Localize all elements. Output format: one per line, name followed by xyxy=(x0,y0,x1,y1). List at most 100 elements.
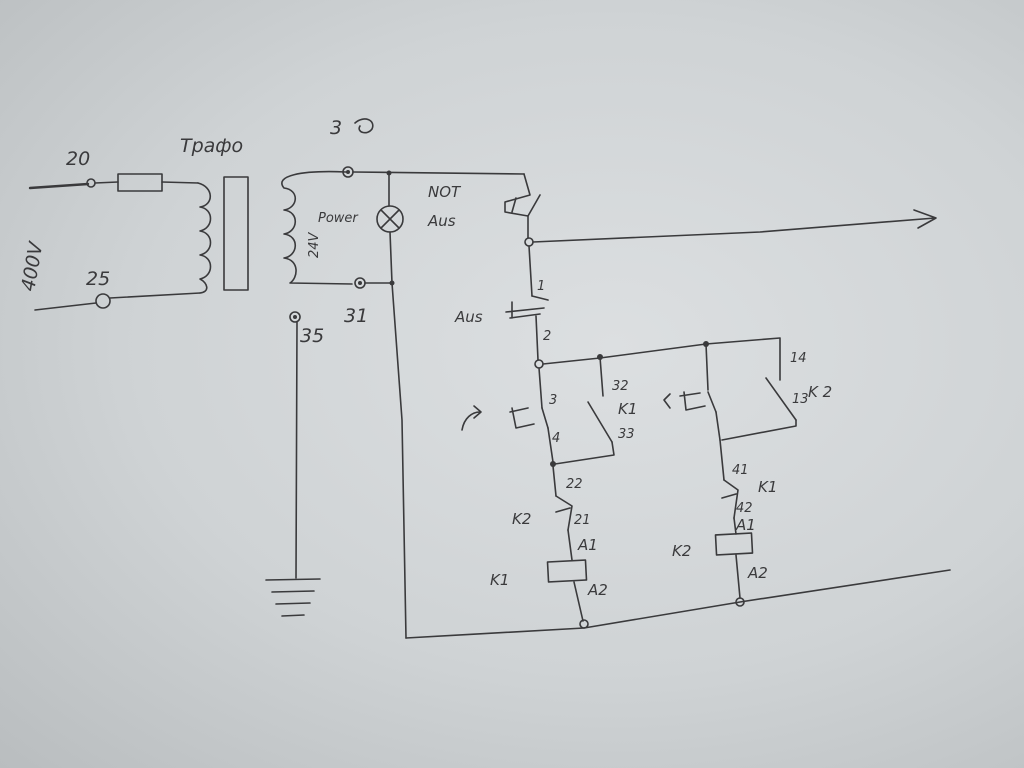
k2-branch-lead xyxy=(719,439,725,481)
k1-coil-lead-bottom xyxy=(573,581,584,622)
k2-interlock-contact xyxy=(555,495,573,531)
emergency-stop: NOT Aus xyxy=(427,173,937,247)
pin-21-label: 21 xyxy=(574,513,591,528)
emergency-stop-node xyxy=(524,237,534,247)
k1-hold-contact xyxy=(587,401,613,443)
secondary-circuit: 24V 3 3 1 Power xyxy=(281,117,951,639)
stop-switch-symbol xyxy=(505,295,549,319)
k1-interlock-label: K1 xyxy=(758,478,777,496)
k1-coil-lead-top xyxy=(567,529,573,561)
output-wire xyxy=(532,217,936,243)
ground-bar-2 xyxy=(271,590,315,593)
voltage-label: 400V xyxy=(17,239,48,293)
return-wire-down xyxy=(391,282,407,639)
pin-42-label: 42 xyxy=(736,501,753,516)
ground-bar-4 xyxy=(281,614,305,617)
ground-bar-1 xyxy=(265,578,321,581)
not-aus-label-1: NOT xyxy=(428,183,462,201)
pin-14-label: 14 xyxy=(790,351,807,366)
terminal-25-node xyxy=(95,293,111,309)
primary-wire-top xyxy=(28,182,90,190)
fuse-lead-right xyxy=(161,181,199,184)
stop-switch: 1 Aus 2 xyxy=(454,245,551,369)
primary-wire-bottom xyxy=(109,292,201,299)
k1-a2-label: A2 xyxy=(587,581,608,599)
lamp-lead-bottom xyxy=(389,231,393,284)
pin-3-label: 3 xyxy=(549,393,557,408)
ground-bar-3 xyxy=(275,602,311,605)
terminal-35-dot xyxy=(293,315,297,319)
transformer-label: Трафо xyxy=(180,135,243,157)
k1-coil xyxy=(546,559,588,583)
k2-interlock-label: K2 xyxy=(512,510,531,528)
pin-32-label: 32 xyxy=(612,379,629,394)
k2-coil xyxy=(714,532,754,556)
terminal-35-node xyxy=(289,311,301,323)
lamp-label: Power xyxy=(318,211,359,226)
ground-wire xyxy=(295,321,298,579)
not-aus-label-2: Aus xyxy=(427,212,456,230)
lamp-cross-b xyxy=(380,209,400,229)
pin-41-label: 41 xyxy=(732,463,749,478)
k2-coil-lead-bottom xyxy=(735,554,741,599)
return-rail-bottom xyxy=(405,569,951,639)
k1-coil-node xyxy=(579,619,589,629)
primary-lead-bottom xyxy=(34,302,97,311)
secondary-voltage-label: 24V xyxy=(307,231,322,258)
control-bus xyxy=(542,337,781,381)
terminal-25-label: 25 xyxy=(86,268,110,290)
aus-pin-2-label: 2 xyxy=(543,329,551,344)
k2-coil-label: K2 xyxy=(672,542,691,560)
pin-22-label: 22 xyxy=(566,477,583,492)
k2-coil-lead-top xyxy=(733,517,737,535)
start-button-2-mark xyxy=(663,393,671,409)
pin-4-label: 4 xyxy=(552,431,560,446)
start1-lead-bottom xyxy=(547,427,554,463)
k2-a1-label: A1 xyxy=(735,516,756,534)
control-bus-wire xyxy=(542,337,781,381)
aus-label: Aus xyxy=(454,308,483,326)
k1-hold-lead-top xyxy=(599,356,604,397)
k2-a2-label: A2 xyxy=(747,564,768,582)
k1-hold-return xyxy=(554,441,615,465)
pin-33-label: 33 xyxy=(618,427,635,442)
aus-pin-1-label: 1 xyxy=(537,279,545,294)
emergency-stop-switch xyxy=(504,173,541,217)
terminal-30-label: 3 xyxy=(330,117,342,139)
terminal-35-label: 35 xyxy=(300,325,324,347)
fuse-symbol xyxy=(117,173,163,192)
stop-lead-top xyxy=(528,245,533,297)
terminal-20-label: 20 xyxy=(66,148,90,170)
k1-a1-label: A1 xyxy=(577,536,598,554)
start-button-2-symbol xyxy=(679,391,717,413)
terminal-30-dot xyxy=(346,170,350,174)
start-button-1-arrow xyxy=(461,405,482,431)
k1-coil-label: K1 xyxy=(490,571,509,589)
start-button-1-symbol xyxy=(509,407,549,429)
k1-interlock-contact xyxy=(721,479,739,519)
transformer: Трафо xyxy=(180,135,249,291)
k1-branch-lead xyxy=(552,465,557,497)
terminal-30-mark xyxy=(354,118,374,134)
k2-hold-return xyxy=(721,419,797,441)
start-branch-k1: 3 4 32 K1 33 xyxy=(461,356,637,467)
top-rail-wire xyxy=(352,171,525,175)
start2-lead-top xyxy=(705,343,709,391)
start2-lead-bottom xyxy=(715,411,721,441)
stop-lead-bottom xyxy=(535,315,539,361)
emergency-stop-head xyxy=(511,197,517,213)
k2-aux-label: K 2 xyxy=(808,383,832,401)
k2-hold-contact xyxy=(765,377,797,421)
k1-coil-branch: 22 K2 21 A1 K1 A2 xyxy=(490,465,608,629)
primary-winding xyxy=(197,182,212,294)
stop-switch-node xyxy=(534,359,544,369)
secondary-winding xyxy=(281,170,353,285)
k1-aux-label: K1 xyxy=(618,400,637,418)
start1-junction xyxy=(550,461,556,467)
fuse-lead-left xyxy=(94,181,119,184)
start1-lead-top xyxy=(538,367,543,409)
primary-circuit: 400V 20 25 xyxy=(17,148,212,311)
output-arrow xyxy=(913,209,937,229)
